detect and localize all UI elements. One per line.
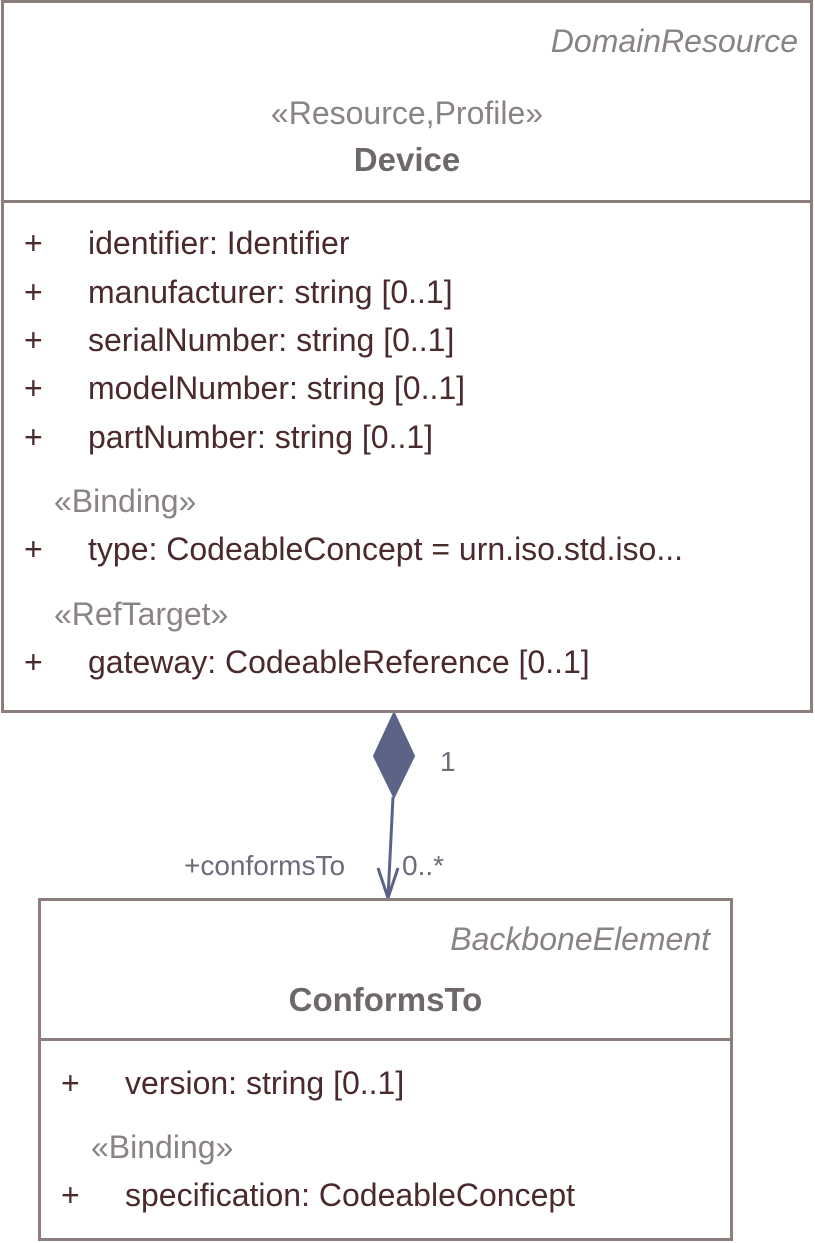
attribute-row: + specification: CodeableConcept	[41, 1177, 730, 1217]
association-line	[386, 796, 395, 899]
visibility-marker: +	[24, 644, 43, 680]
binding-stereotype: «Binding»	[91, 1129, 234, 1165]
visibility-marker: +	[24, 274, 43, 310]
target-multiplicity: 0..*	[402, 850, 445, 881]
attribute-text: specification: CodeableConcept	[125, 1177, 576, 1213]
conformsto-parent-name: BackboneElement	[450, 921, 710, 957]
attribute-text: version: string [0..1]	[125, 1065, 405, 1101]
reftarget-stereotype: «RefTarget»	[54, 596, 229, 632]
binding-stereotype: «Binding»	[54, 483, 197, 519]
arrowhead-icon	[376, 867, 400, 903]
attribute-text: modelNumber: string [0..1]	[88, 370, 466, 406]
attribute-text: manufacturer: string [0..1]	[88, 274, 453, 310]
attribute-text: gateway: CodeableReference [0..1]	[88, 644, 590, 680]
attribute-row: + modelNumber: string [0..1]	[4, 370, 810, 410]
attribute-row: + identifier: Identifier	[4, 225, 810, 265]
visibility-marker: +	[24, 225, 43, 261]
visibility-marker: +	[24, 322, 43, 358]
conformsto-class-header: BackboneElement ConformsTo	[41, 901, 730, 1041]
attribute-row: + partNumber: string [0..1]	[4, 419, 810, 459]
attribute-row: + gateway: CodeableReference [0..1]	[4, 644, 810, 684]
attribute-row: + version: string [0..1]	[41, 1065, 730, 1105]
visibility-marker: +	[24, 370, 43, 406]
conformsto-class-name: ConformsTo	[288, 981, 483, 1018]
target-role-label: +conformsTo	[184, 850, 346, 881]
conformsto-class-box[interactable]: BackboneElement ConformsTo + version: st…	[38, 898, 733, 1241]
composition-diamond-icon	[372, 710, 416, 800]
source-multiplicity: 1	[440, 746, 456, 777]
attribute-row: + type: CodeableConcept = urn.iso.std.is…	[4, 531, 810, 571]
attribute-text: serialNumber: string [0..1]	[88, 322, 455, 358]
attribute-text: partNumber: string [0..1]	[88, 419, 434, 455]
device-class-header: DomainResource «Resource,Profile» Device	[4, 3, 810, 203]
visibility-marker: +	[24, 531, 43, 567]
device-class-box[interactable]: DomainResource «Resource,Profile» Device…	[1, 0, 813, 713]
attribute-text: identifier: Identifier	[88, 225, 350, 261]
attribute-row: + serialNumber: string [0..1]	[4, 322, 810, 362]
visibility-marker: +	[61, 1065, 80, 1101]
device-class-name: Device	[353, 141, 461, 178]
visibility-marker: +	[24, 419, 43, 455]
device-parent-name: DomainResource	[550, 23, 798, 59]
device-stereotype: «Resource,Profile»	[270, 95, 544, 131]
attribute-text: type: CodeableConcept = urn.iso.std.iso.…	[88, 531, 684, 567]
visibility-marker: +	[61, 1177, 80, 1213]
attribute-row: + manufacturer: string [0..1]	[4, 274, 810, 314]
